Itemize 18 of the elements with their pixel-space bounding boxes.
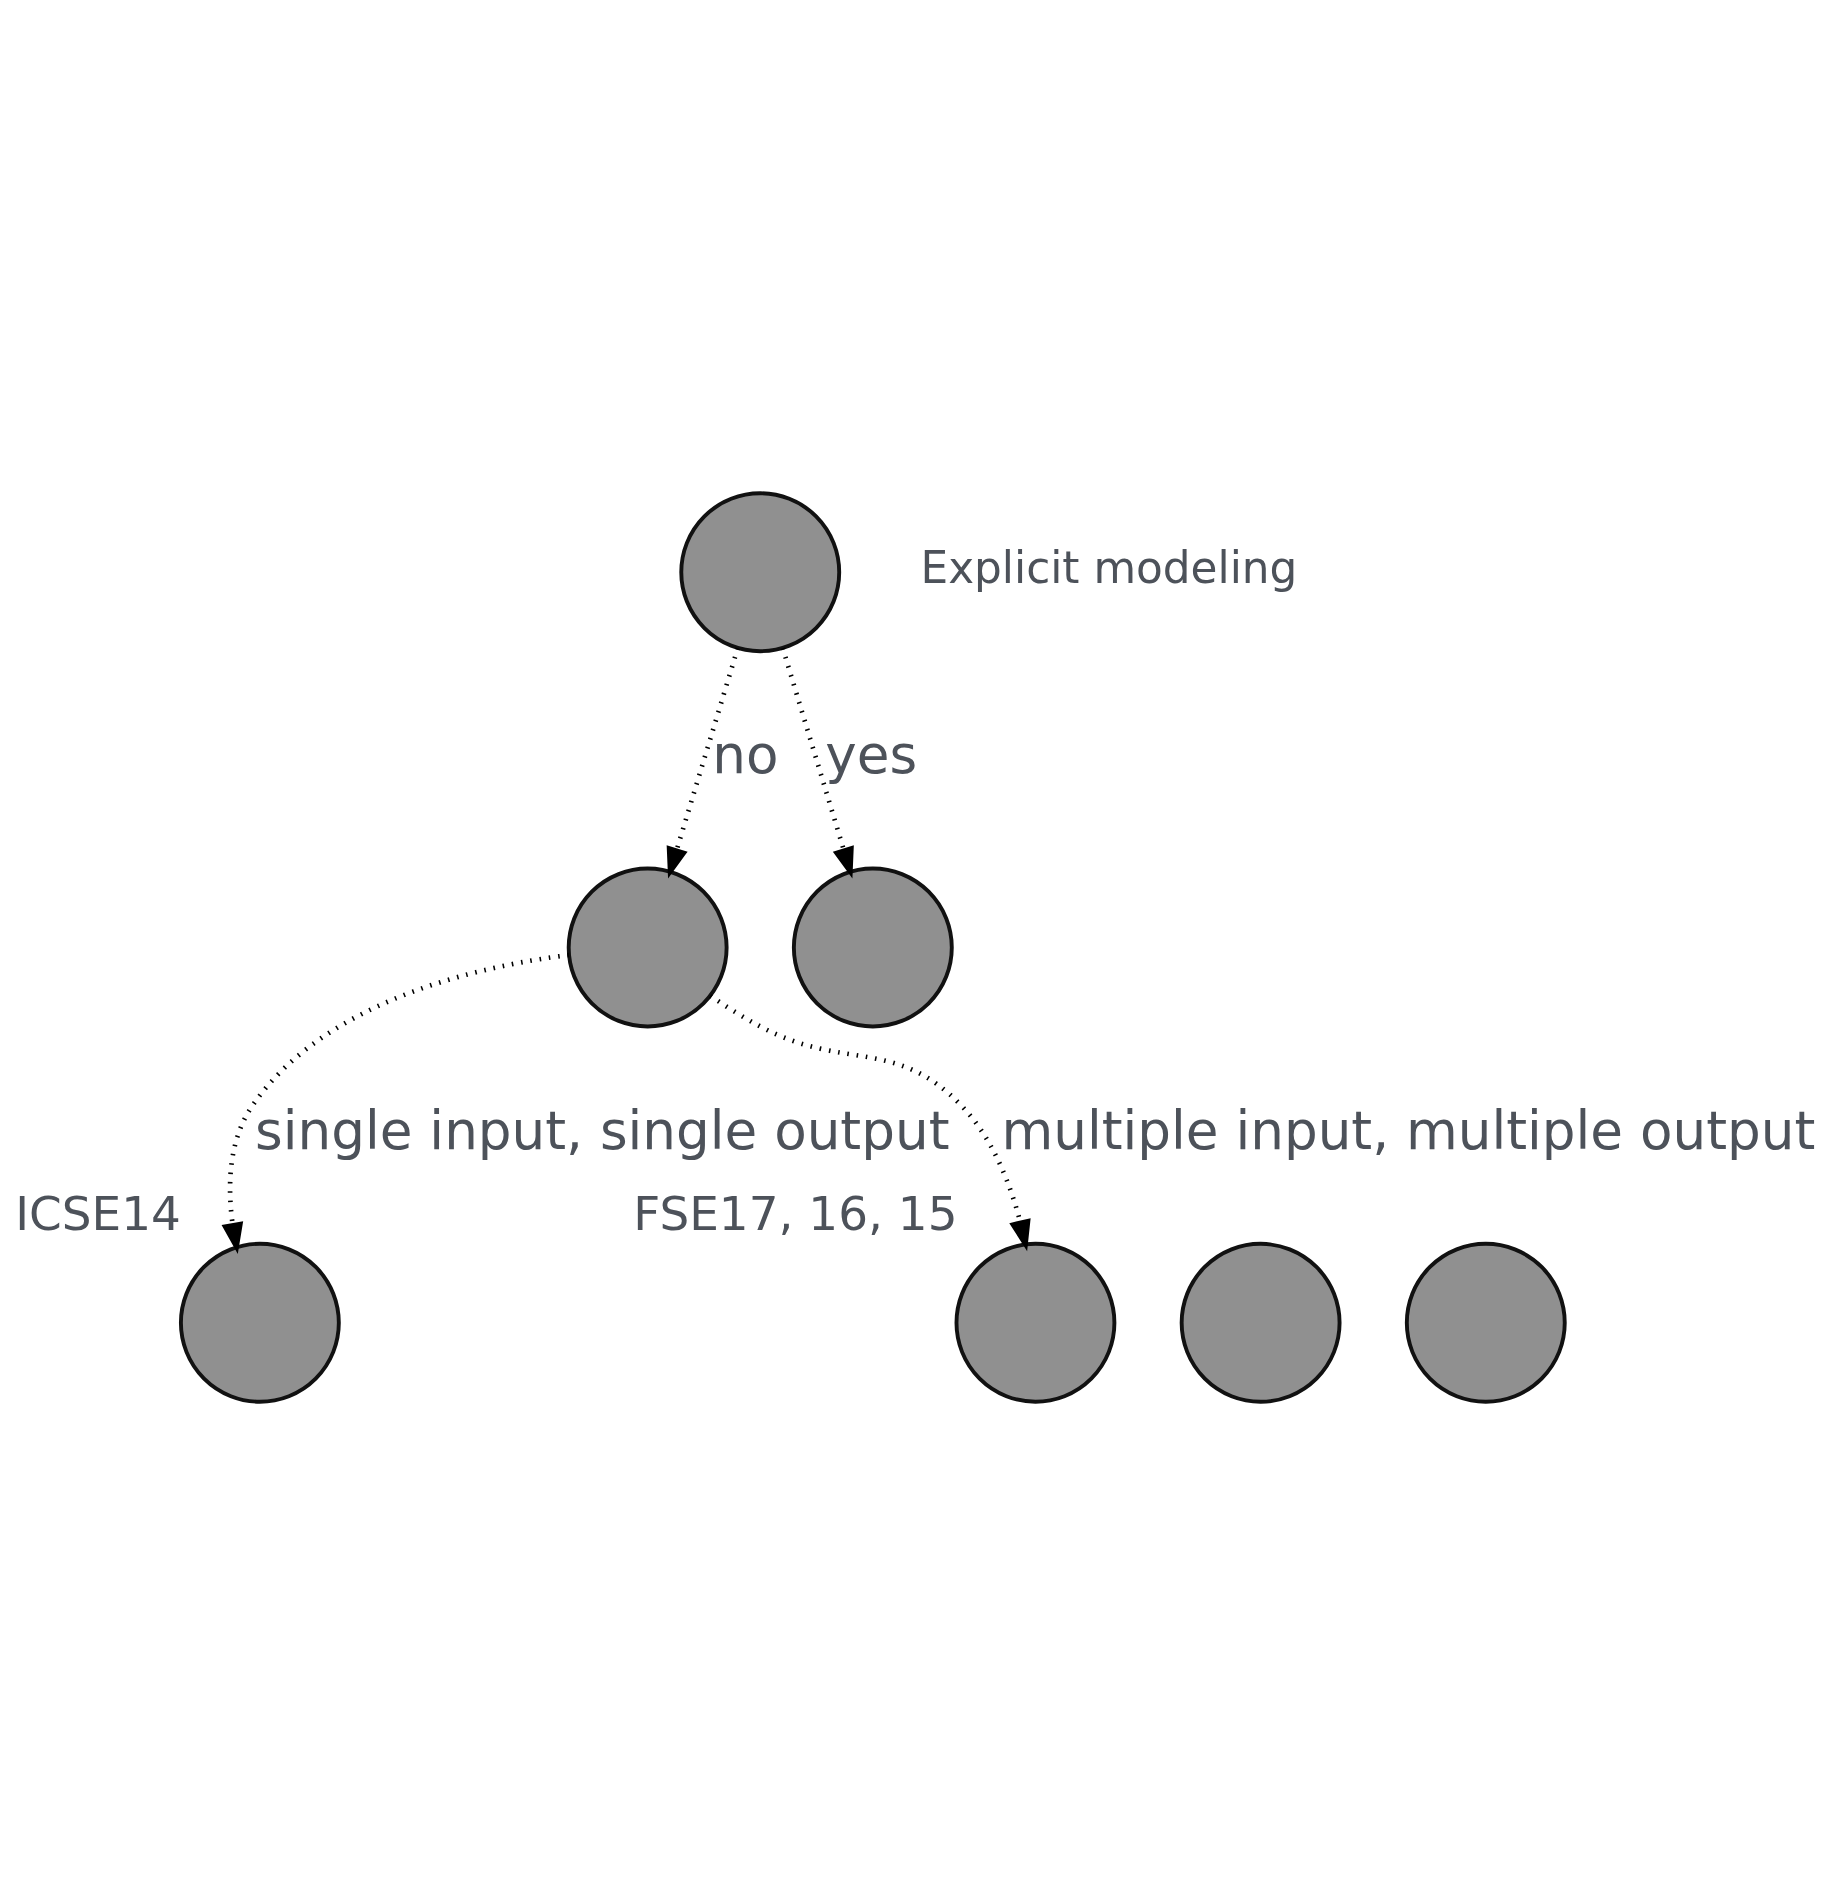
node-circle — [566, 866, 729, 1028]
node-circle — [1179, 1241, 1342, 1404]
node-label: ICSE14 — [15, 1185, 181, 1241]
edge-label: multiple input, multiple output — [1001, 1099, 1816, 1162]
arrow — [666, 647, 740, 878]
node-circle — [178, 1241, 341, 1404]
edge-label: single input, single output — [255, 1099, 950, 1162]
node-circle — [791, 866, 954, 1028]
node-label: FSE17, 16, 15 — [633, 1185, 958, 1241]
arrow — [221, 952, 570, 1254]
label: Explicit modeling — [920, 541, 1298, 593]
node-circle — [679, 490, 842, 653]
edge-label: no — [712, 723, 779, 786]
node-circle — [954, 1241, 1117, 1404]
arrow — [780, 647, 854, 878]
edge-label: yes — [825, 723, 918, 786]
node-circle — [1404, 1241, 1567, 1404]
arrow — [709, 993, 1031, 1251]
